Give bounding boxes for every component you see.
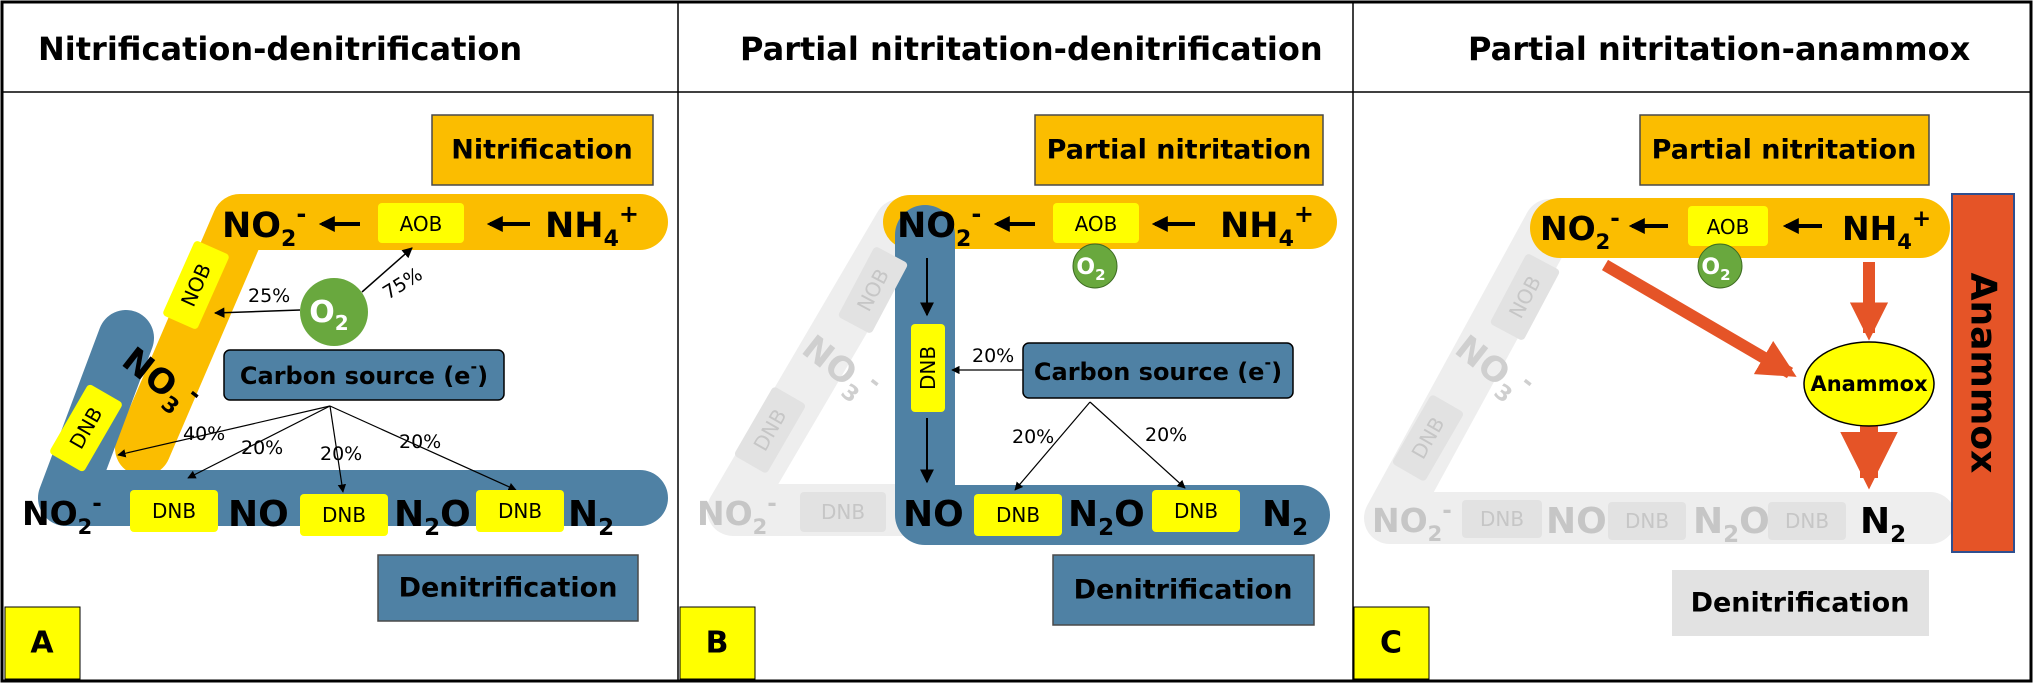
dnb-vertical-box	[911, 324, 945, 412]
dnb-faded-box-c2	[1608, 502, 1686, 540]
anammox-side-label: Anammox	[1963, 273, 2004, 474]
partial-nitritation-label: Partial nitritation	[1047, 135, 1312, 166]
nitrification-box	[431, 114, 654, 186]
panel-a-title: Nitrification-denitrification	[38, 30, 522, 68]
panel-c: Partial nitritation-anammox NOB NO3- DNB…	[1353, 30, 2015, 680]
pct-nob: 25%	[248, 285, 290, 307]
nob-box	[163, 241, 229, 329]
arrow-carbon-to-dnb3	[329, 405, 347, 493]
dnb-box-b1	[974, 494, 1062, 536]
o2-circle	[300, 278, 368, 346]
panel-c-title: Partial nitritation-anammox	[1468, 30, 1971, 68]
arrow-carbon-to-dnb2	[187, 405, 331, 479]
dnb-box-2	[300, 494, 388, 536]
partial-nitritation-box-c	[1639, 114, 1930, 186]
aob-label-b: AOB	[1075, 212, 1118, 236]
dnb-diagonal-box	[50, 384, 122, 472]
carbon-source-label: Carbon source (e-)	[240, 357, 488, 391]
anammox-ellipse-label: Anammox	[1810, 372, 1928, 396]
aob-box	[378, 203, 464, 243]
dnb-label-1: DNB	[152, 499, 196, 523]
aob-box-b	[1053, 203, 1139, 243]
pct-c4: 20%	[399, 431, 441, 453]
partial-nitritation-box	[1034, 114, 1324, 186]
aob-box-c	[1688, 206, 1768, 246]
pct-c1-b: 20%	[972, 345, 1014, 367]
no-label: NO	[228, 494, 289, 535]
nob-faded-box-c	[1490, 254, 1560, 340]
pct-c1: 40%	[183, 423, 225, 445]
carbon-source-label-b: Carbon source (e-)	[1034, 353, 1282, 387]
dnb-label-b2: DNB	[1174, 499, 1218, 523]
dnb-label-b1: DNB	[996, 503, 1040, 527]
arrow-o2-to-nob	[213, 307, 301, 318]
nh4-label: NH4+	[545, 200, 639, 252]
pipe-denitrification	[38, 310, 668, 526]
dnb-faded-label-c2: DNB	[1625, 509, 1669, 533]
pct-c3-b: 20%	[1145, 424, 1187, 446]
arrow-carbon-to-dnb1	[117, 405, 331, 458]
pct-c2: 20%	[241, 437, 283, 459]
panel-c-letter-box	[1353, 606, 1430, 680]
panel-c-letter: C	[1380, 626, 1402, 661]
dnb-faded-diagonal-box-c	[1393, 395, 1463, 481]
dnb-label-3: DNB	[498, 499, 542, 523]
o2-circle-c	[1697, 243, 1743, 289]
aob-label: AOB	[400, 212, 443, 236]
denitrification-label-b: Denitrification	[1074, 575, 1293, 606]
dnb-faded-label-c3: DNB	[1785, 509, 1829, 533]
o2-circle-b	[1072, 243, 1118, 289]
nitrification-label: Nitrification	[451, 135, 633, 166]
denitrification-label: Denitrification	[399, 573, 618, 604]
panel-b-letter: B	[706, 626, 729, 661]
denitrification-box	[377, 554, 639, 622]
dnb-vertical-label: DNB	[916, 346, 940, 390]
arrow-no2-to-anammox	[1601, 259, 1797, 379]
denitrification-box-b	[1052, 554, 1315, 626]
panel-a-letter: A	[30, 626, 54, 661]
pct-c3: 20%	[320, 443, 362, 465]
no-label-b: NO	[903, 494, 964, 535]
pct-c2-b: 20%	[1012, 426, 1054, 448]
dnb-faded-diagonal-box	[735, 387, 805, 473]
panel-b-title: Partial nitritation-denitrification	[740, 30, 1323, 68]
panel-a-letter-box	[4, 606, 81, 680]
anammox-ellipse	[1803, 341, 1935, 427]
no-faded-label-c: NO	[1546, 501, 1607, 542]
arrow-carbon-to-dnb-b2	[1089, 401, 1186, 489]
partial-nitritation-label-c: Partial nitritation	[1652, 135, 1917, 166]
arrow-o2-to-aob	[361, 247, 413, 293]
aob-label-c: AOB	[1707, 215, 1750, 239]
dnb-faded-label-c1: DNB	[1480, 507, 1524, 531]
arrow-carbon-to-dnb4	[329, 405, 517, 491]
dnb-faded-box-c1	[1462, 500, 1542, 538]
arrow-carbon-to-dnb-b1	[1014, 401, 1091, 491]
no2-top-label-c: NO2-	[1540, 206, 1620, 254]
anammox-side-box	[1951, 193, 2015, 553]
dnb-box-3	[476, 490, 564, 532]
panel-b: Partial nitritation-denitrification NOB …	[679, 30, 1337, 680]
denitrification-box-c	[1672, 570, 1929, 636]
n2o-faded-label-c: N2O	[1693, 501, 1770, 548]
dnb-label-2: DNB	[322, 503, 366, 527]
denitrification-label-c: Denitrification	[1691, 588, 1910, 619]
dnb-faded-box-c3	[1768, 502, 1846, 540]
dnb-faded-box	[800, 492, 886, 532]
dnb-box-b2	[1152, 490, 1240, 532]
dnb-box-1	[130, 490, 218, 532]
nob-faded-box	[838, 247, 908, 333]
carbon-source-box	[223, 349, 505, 401]
dnb-faded-label: DNB	[821, 500, 865, 524]
panel-b-letter-box	[679, 606, 756, 680]
no2-faded-label: NO2-	[697, 491, 777, 539]
panel-a: Nitrification-denitrification Nitrificat…	[4, 30, 668, 680]
